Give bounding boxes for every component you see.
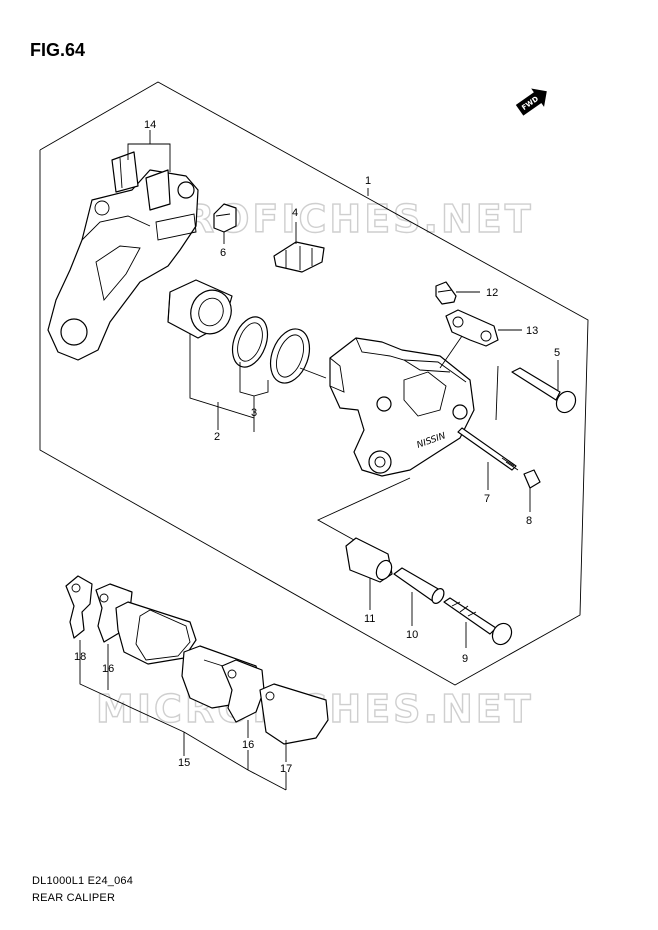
pad-pin-7: [457, 427, 519, 490]
sleeve-10: [393, 567, 445, 626]
leader-2-3: [189, 334, 255, 432]
seal-rings-3: [231, 316, 311, 384]
callout-9: 9: [462, 653, 468, 665]
callout-7: 7: [484, 493, 490, 505]
callout-2: 2: [214, 431, 220, 443]
callout-8: 8: [526, 515, 532, 527]
assembly-frame: [39, 81, 589, 686]
caliper-bracket: [47, 151, 199, 361]
mounting-bolt-9: [443, 597, 513, 648]
callout-15: 15: [178, 757, 190, 769]
bleeder-valve-12: [435, 281, 480, 305]
diagram-code: DL1000L1 E24_064: [32, 875, 134, 887]
callout-6: 6: [220, 247, 226, 259]
pin-plug-8: [523, 469, 541, 512]
leader-14: [127, 143, 171, 172]
pad-spring-4: [273, 222, 325, 273]
boot-part-6: [213, 203, 237, 244]
callout-5: 5: [554, 347, 560, 359]
slide-bolt-5: [495, 360, 577, 421]
callout-14: 14: [144, 119, 156, 131]
callout-17: 17: [280, 763, 292, 775]
callout-16-bottom: 16: [242, 739, 254, 751]
callout-11: 11: [364, 613, 375, 625]
sleeve-boot-11: [345, 537, 393, 610]
callout-4: 4: [292, 207, 298, 219]
figure-label: FIG.64: [30, 40, 86, 60]
fwd-arrow-icon: FWD: [515, 88, 547, 116]
callout-10: 10: [406, 629, 418, 641]
callout-18: 18: [74, 651, 86, 663]
callout-1: 1: [365, 175, 371, 187]
callout-12: 12: [486, 287, 498, 299]
section-name: REAR CALIPER: [32, 892, 116, 904]
caliper-body: NISSIN: [329, 337, 475, 477]
callout-13: 13: [526, 325, 538, 337]
bleeder-cap-13: [439, 309, 522, 369]
brake-pad-set: [65, 575, 329, 745]
piston-part-2: [167, 279, 233, 339]
callout-3: 3: [251, 407, 257, 419]
callout-16-top: 16: [102, 663, 114, 675]
